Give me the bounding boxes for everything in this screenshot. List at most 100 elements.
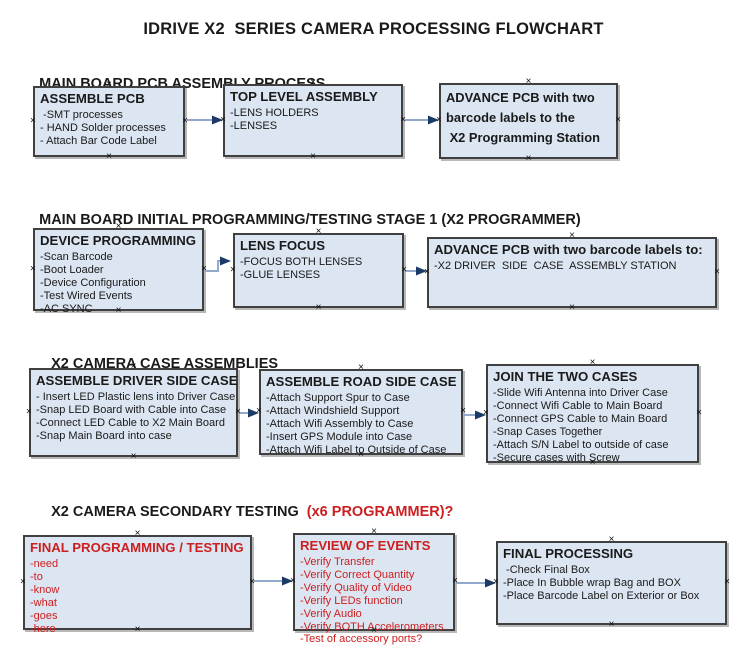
flow-box-device-programming: DEVICE PROGRAMMING -Scan Barcode -Boot L…: [30, 228, 204, 315]
step-item: -Verify Quality of Video: [300, 581, 412, 594]
handle-icon: [131, 362, 137, 372]
handle-icon: [230, 265, 236, 275]
handle-icon: [106, 80, 112, 90]
step-item: -Verify LEDs function: [300, 594, 403, 607]
handle-icon: [358, 450, 364, 460]
handle-icon: [400, 115, 406, 125]
handle-icon: [358, 363, 364, 373]
step-item: -Snap LED Board with Cable into Case: [36, 403, 227, 416]
handle-icon: [30, 116, 36, 126]
handle-icon: [290, 577, 296, 587]
step-item: -here: [30, 622, 56, 635]
step-item: -GLUE LENSES: [240, 268, 321, 281]
box-title: TOP LEVEL ASSEMBLY: [230, 89, 378, 104]
handle-icon: [401, 265, 407, 275]
handle-icon: [460, 407, 466, 417]
handle-icon: [569, 303, 575, 313]
handle-icon: [235, 407, 241, 417]
handle-icon: [615, 116, 621, 126]
box-title: ASSEMBLE DRIVER SIDE CASE: [36, 373, 238, 388]
flow-box-top-level-assembly: TOP LEVEL ASSEMBLY -LENS HOLDERS -LENSES: [223, 84, 403, 157]
handle-icon: [493, 578, 499, 588]
section-header-accent-text: (x6 PROGRAMMER)?: [302, 504, 454, 520]
step-item: -Slide Wifi Antenna into Driver Case: [493, 387, 668, 399]
handle-icon: [182, 116, 188, 126]
handle-icon: [609, 535, 615, 545]
connector-arrow: [205, 256, 231, 272]
box-title: FINAL PROGRAMMING / TESTING: [30, 540, 244, 555]
section-header-secondary-testing: X2 CAMERA SECONDARY TESTING (x6 PROGRAMM…: [35, 488, 453, 536]
handle-icon: [483, 408, 489, 418]
handle-icon: [256, 407, 262, 417]
section-header-text: MAIN BOARD INITIAL PROGRAMMING/TESTING S…: [39, 212, 581, 228]
flow-box-final-programming-testing: FINAL PROGRAMMING / TESTING -need -to -k…: [23, 535, 255, 635]
handle-icon: [310, 152, 316, 162]
page-title: IDRIVE X2 SERIES CAMERA PROCESSING FLOWC…: [143, 20, 604, 38]
flow-box-assemble-driver-side-case: ASSEMBLE DRIVER SIDE CASE - Insert LED P…: [29, 368, 238, 457]
handle-icon: [116, 306, 122, 316]
connector-arrow: [405, 115, 439, 125]
box-title: REVIEW OF EVENTS: [300, 538, 431, 553]
box-title: LENS FOCUS: [240, 238, 325, 253]
section-header-text: X2 CAMERA SECONDARY TESTING: [51, 504, 303, 520]
connector-arrow: [253, 576, 293, 586]
step-item: -Verify Correct Quantity: [300, 568, 415, 581]
handle-icon: [26, 407, 32, 417]
step-item: -Connect Wifi Cable to Main Board: [493, 399, 663, 412]
step-item: -Verify Transfer: [300, 556, 375, 568]
step-item: -Connect LED Cable to X2 Main Board: [36, 416, 225, 429]
step-item: -Boot Loader: [40, 263, 104, 276]
step-item: -Device Configuration: [40, 276, 146, 289]
step-item: -what: [30, 596, 57, 609]
step-item: -Verify Audio: [300, 607, 362, 620]
step-item: -Attach Windshield Support: [266, 404, 400, 417]
step-item: -Insert GPS Module into Case: [266, 430, 413, 443]
handle-icon: [135, 625, 141, 635]
handle-icon: [436, 116, 442, 126]
step-item: - Attach Bar Code Label: [40, 134, 157, 147]
handle-icon: [310, 78, 316, 88]
step-item: -need: [30, 558, 59, 570]
handle-icon: [590, 358, 596, 368]
step-item: -know: [30, 583, 60, 596]
step-item: -Attach S/N Label to outside of case: [493, 438, 669, 451]
section-header-initial-programming: MAIN BOARD INITIAL PROGRAMMING/TESTING S…: [23, 196, 581, 244]
handle-icon: [371, 626, 377, 636]
step-item: -Test Wired Events: [40, 289, 133, 302]
box-text-line: barcode labels to the: [446, 110, 575, 125]
box-text-line: X2 Programming Station: [446, 130, 600, 145]
connector-arrow: [456, 578, 496, 588]
handle-icon: [249, 577, 255, 587]
step-item: -Scan Barcode: [40, 251, 113, 263]
flow-box-advance-pcb-case-assembly: ADVANCE PCB with two barcode labels to: …: [427, 237, 717, 308]
handle-icon: [569, 231, 575, 241]
step-item: -Secure cases with Screw: [493, 451, 620, 464]
step-item: -Attach Support Spur to Case: [266, 392, 410, 404]
flow-box-final-processing: FINAL PROCESSING -Check Final Box -Place…: [496, 541, 727, 625]
step-item: -SMT processes: [40, 109, 123, 121]
box-text-line: ADVANCE PCB with two: [446, 90, 595, 105]
handle-icon: [131, 452, 137, 462]
handle-icon: [526, 77, 532, 87]
step-item: -LENSES: [230, 119, 278, 132]
handle-icon: [696, 408, 702, 418]
box-title: ASSEMBLE PCB: [40, 91, 145, 106]
handle-icon: [371, 527, 377, 537]
step-item: -X2 DRIVER SIDE CASE ASSEMBLY STATION: [434, 260, 677, 272]
step-item: -goes: [30, 609, 58, 622]
connector-arrow: [187, 115, 223, 125]
flow-box-assemble-road-side-case: ASSEMBLE ROAD SIDE CASE -Attach Support …: [256, 369, 466, 456]
handle-icon: [135, 529, 141, 539]
step-item: -Test of accessory ports?: [300, 633, 423, 646]
handle-icon: [609, 620, 615, 630]
handle-icon: [590, 458, 596, 468]
step-item: -LENS HOLDERS: [230, 107, 319, 119]
step-item: -Snap Main Board into case: [36, 429, 172, 442]
step-item: -Place In Bubble wrap Bag and BOX: [503, 576, 681, 589]
step-item: -Place Barcode Label on Exterior or Box: [503, 589, 700, 602]
step-item: - HAND Solder processes: [40, 121, 166, 134]
box-title: JOIN THE TWO CASES: [493, 369, 638, 384]
step-item: -Attach Wifi Assembly to Case: [266, 417, 414, 430]
step-item: -to: [30, 570, 43, 583]
handle-icon: [30, 264, 36, 274]
